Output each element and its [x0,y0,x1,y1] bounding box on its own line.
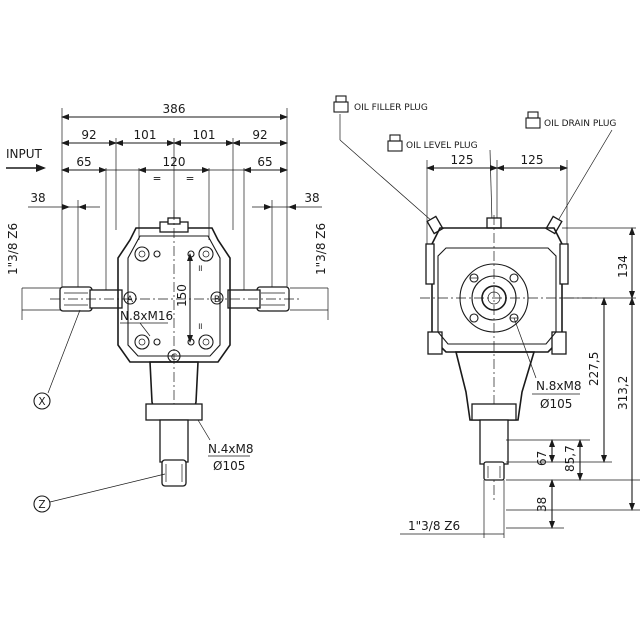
input-label: INPUT [6,147,43,161]
dim-65-right: 65 [257,155,272,169]
oil-filler-label: OIL FILLER PLUG [354,103,428,113]
marker-b: B [214,295,220,305]
front-view: 386 92 101 101 92 65 120 65 = = INPUT [6,102,329,513]
dim-38-left: 38 [30,191,45,205]
marker-c: C [171,353,177,363]
bolts-top-label: N.8xM16 [120,309,173,323]
dim-125-left: 125 [451,153,474,167]
shaft-bottom-label: 1"3/8 Z6 [408,519,460,533]
equal-mark-1: = [153,173,162,185]
dim-85: 85,7 [563,445,577,472]
dim-386: 386 [163,102,186,116]
dim-150: 150 [175,284,189,307]
dim-120: 120 [163,155,186,169]
dim-38-side: 38 [535,497,549,512]
equal-mark-4: = [196,322,206,330]
dim-38-right: 38 [304,191,319,205]
dim-92-right: 92 [252,128,267,142]
dim-65-left: 65 [76,155,91,169]
dim-125-right: 125 [521,153,544,167]
marker-a: A [127,295,134,305]
equal-mark-3: = [196,264,206,272]
shaft-left-label: 1"3/8 Z6 [6,223,20,275]
dia-bottom-label: Ø105 [213,459,245,473]
dim-101-left: 101 [134,128,157,142]
oil-level-label: OIL LEVEL PLUG [406,141,478,151]
callout-z: Z [38,499,45,511]
dim-67: 67 [535,451,549,466]
side-view: OIL FILLER PLUG OIL LEVEL PLUG OIL DRAIN… [333,95,640,538]
bolts-side-label: N.8xM8 [536,379,582,393]
dim-313: 313,2 [616,376,630,410]
dia-side-label: Ø105 [540,397,572,411]
dim-101-right: 101 [193,128,216,142]
oil-drain-label: OIL DRAIN PLUG [544,119,616,129]
dim-134: 134 [616,255,630,278]
callout-x: X [38,396,45,408]
bolts-bottom-label: N.4xM8 [208,442,254,456]
dim-227: 227,5 [587,352,601,386]
shaft-right-label: 1"3/8 Z6 [314,223,328,275]
dim-92-left: 92 [81,128,96,142]
equal-mark-2: = [186,173,195,185]
